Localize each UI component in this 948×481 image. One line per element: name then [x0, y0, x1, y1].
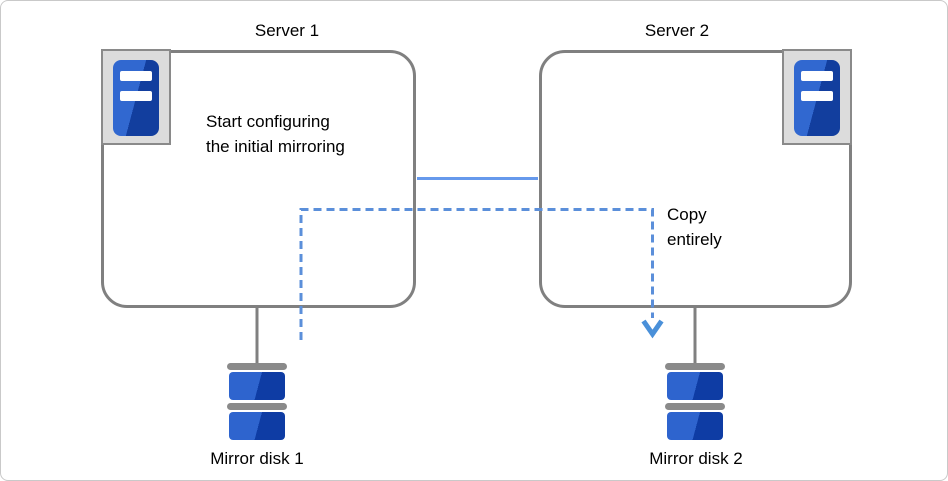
- disk-platter: [229, 372, 285, 400]
- server1-note-line1: Start configuring: [206, 112, 330, 131]
- server2-icon-plate: [782, 49, 852, 145]
- server1-note-line2: the initial mirroring: [206, 137, 345, 156]
- mirror-disk-1-label: Mirror disk 1: [210, 449, 304, 468]
- disk-cap: [665, 403, 725, 410]
- copy-annotation-line1: Copy: [667, 205, 707, 224]
- mirror-disk-2-label: Mirror disk 2: [649, 449, 743, 468]
- server-icon: [113, 60, 159, 136]
- disk-cap: [227, 403, 287, 410]
- server-icon-slot: [801, 71, 833, 81]
- server1-note: Start configuring the initial mirroring: [206, 109, 345, 159]
- disk-platter: [229, 412, 285, 440]
- server2-title: Server 2: [644, 21, 710, 40]
- server1-icon-plate: [101, 49, 171, 145]
- server-icon-slot: [801, 91, 833, 101]
- copy-annotation: Copy entirely: [667, 202, 722, 252]
- copy-arrow-icon: [641, 319, 664, 339]
- disk-platter: [667, 412, 723, 440]
- disk-cap: [665, 363, 725, 370]
- disk-cap: [227, 363, 287, 370]
- server-icon: [794, 60, 840, 136]
- server-icon-slot: [120, 71, 152, 81]
- copy-annotation-line2: entirely: [667, 230, 722, 249]
- server-icon-slot: [120, 91, 152, 101]
- disk-platter: [667, 372, 723, 400]
- server1-title: Server 1: [254, 21, 320, 40]
- mirror-disk-1-icon: [227, 363, 287, 441]
- mirror-disk-2-icon: [665, 363, 725, 441]
